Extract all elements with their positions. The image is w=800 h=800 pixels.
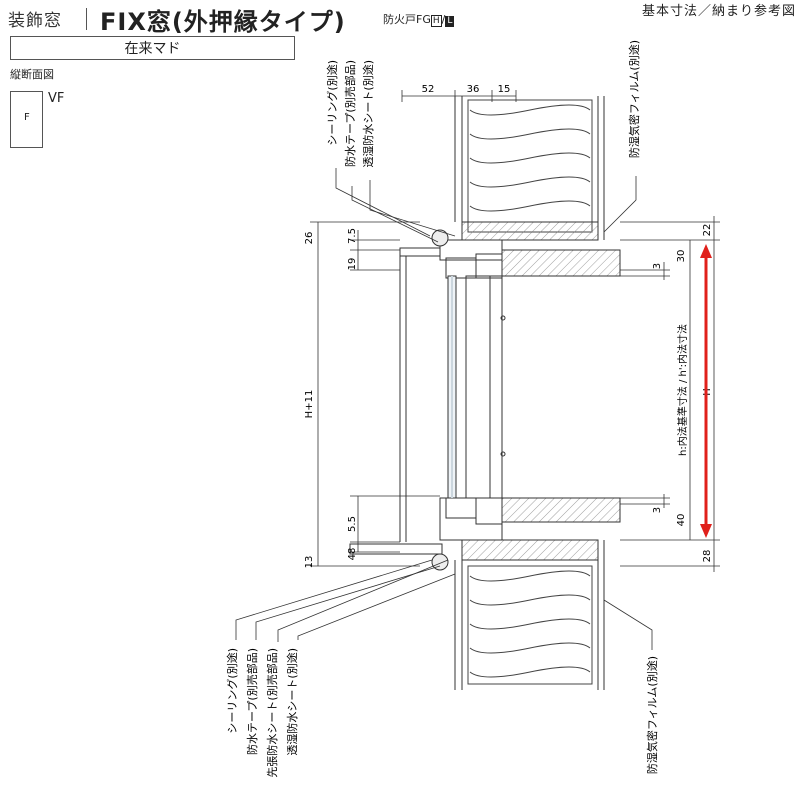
callout-sealing-top: シーリング(別途): [325, 60, 339, 146]
dim-40: 40: [676, 514, 687, 527]
insulation-top: [467, 99, 593, 233]
callout-film-top: 防湿気密フィルム(別途): [627, 40, 641, 158]
page-title: FIX窓(外押縁タイプ): [100, 8, 346, 36]
insulation-bottom: [467, 565, 593, 685]
dim-28: 28: [702, 550, 713, 563]
dim-h11: H+11: [304, 390, 315, 419]
category-label: 装飾窓: [8, 11, 62, 31]
sealant-top: [431, 229, 449, 247]
dim-22: 22: [702, 224, 713, 237]
fire-rating-text: 防火戸FG: [383, 13, 431, 26]
pane-label: F: [24, 112, 30, 123]
glass-spacer: [451, 276, 453, 498]
dim-5-5: 5.5: [347, 516, 358, 532]
section-label: 縦断面図: [10, 68, 54, 81]
window-frame: [439, 239, 506, 541]
dim-inner: h:内法基準寸法 / h':内法寸法: [676, 324, 689, 456]
sealant-bottom: [431, 553, 449, 571]
type-label-box: 在来マド: [10, 36, 295, 60]
callout-sealing-bottom: シーリング(別途): [225, 648, 239, 734]
dim-13: 13: [304, 556, 315, 569]
callout-sheet-bottom: 透湿防水シート(別途): [285, 648, 299, 756]
height-arrow: [700, 244, 712, 538]
dim-26: 26: [304, 232, 315, 245]
right-dimensions: [620, 216, 720, 572]
callout-tape-bottom: 防水テープ(別売部品): [245, 648, 259, 755]
interior-sill-casing: [501, 497, 621, 523]
dim-36: 36: [467, 84, 480, 95]
header-beam: [461, 221, 599, 241]
sill-beam: [461, 539, 599, 561]
elevation-thumbnail: F: [10, 91, 43, 148]
bottom-leaders: [235, 559, 653, 650]
left-dimensions: [310, 221, 440, 567]
dim-7-5: 7.5: [347, 228, 358, 244]
dim-30: 30: [676, 250, 687, 263]
dim-3-bottom: 3: [652, 507, 663, 513]
badge-h: H: [430, 15, 442, 27]
callout-sheet-top: 透湿防水シート(別途): [361, 60, 375, 168]
callout-film-bottom: 防湿気密フィルム(別途): [645, 656, 659, 774]
top-leaders: [335, 168, 637, 243]
header-divider: [86, 8, 87, 30]
dim-52: 52: [422, 84, 435, 95]
dim-19: 19: [347, 258, 358, 271]
type-label: 在来マド: [124, 41, 181, 57]
exterior-trim: [349, 247, 443, 555]
dim-48: 48: [347, 548, 358, 561]
reference-title: 基本寸法／納まり参考図: [641, 4, 796, 19]
elevation-type: VF: [48, 91, 65, 106]
dim-15: 15: [498, 84, 511, 95]
badge-l: L: [445, 16, 455, 27]
callout-tape-top: 防水テープ(別売部品): [343, 60, 357, 167]
interior-head-casing: [501, 249, 621, 277]
wall-structure: [454, 96, 605, 690]
top-dimensions: [401, 90, 517, 102]
callout-presheet-bottom: 先張防水シート(別売部品): [265, 648, 279, 778]
dim-3-top: 3: [652, 263, 663, 269]
